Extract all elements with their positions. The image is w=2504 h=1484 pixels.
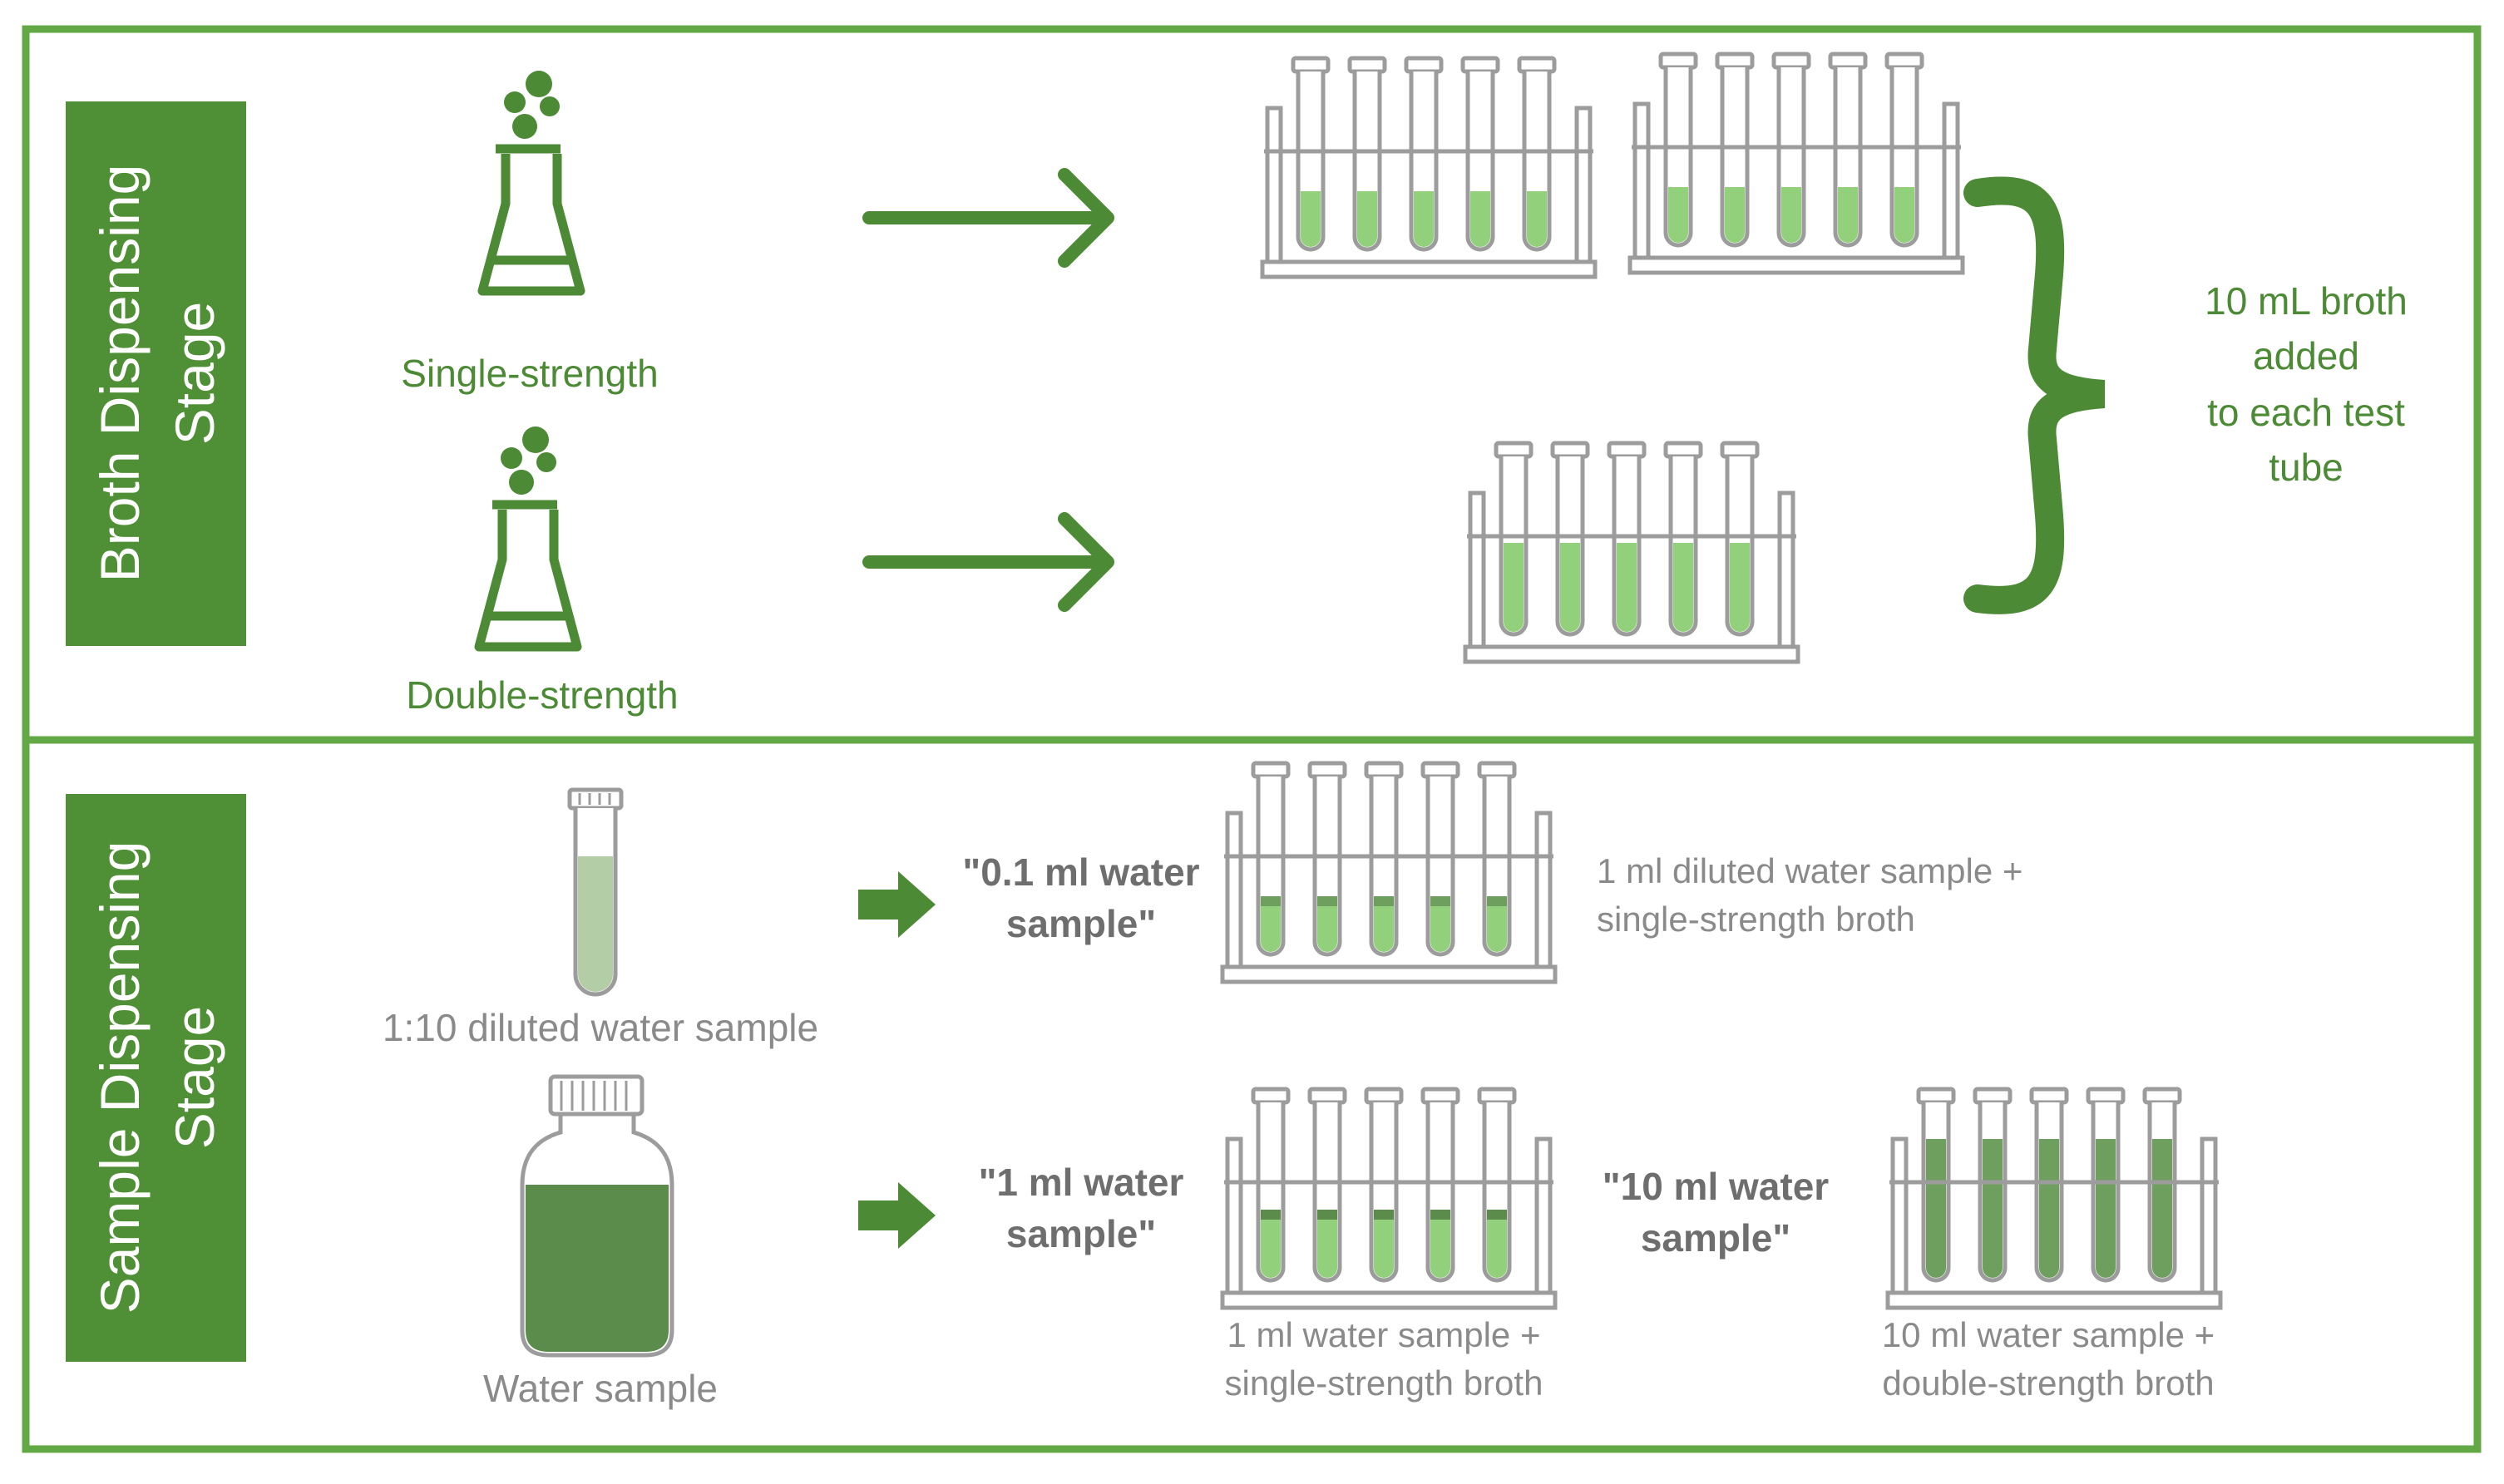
broth-stage-banner: Broth Dispensing Stage [66, 101, 246, 646]
desc-1-line1: 1 ml water sample + [1227, 1315, 1541, 1354]
test-tube [1828, 52, 1868, 248]
sample-stage-title-line2: Stage [164, 1006, 225, 1149]
arrow-right-icon [858, 1182, 936, 1249]
desc-01-line1: 1 ml diluted water sample + [1597, 851, 2022, 890]
sample-stage-panel [22, 736, 2482, 1453]
test-tube-icon [567, 787, 624, 997]
tag-01-line1: "0.1 ml water [962, 850, 1199, 894]
test-tube [1364, 1087, 1404, 1283]
test-tube-rack-icon [1220, 1087, 1558, 1310]
test-tube [1973, 1087, 2013, 1283]
flask-icon [474, 426, 582, 652]
test-tube [1517, 56, 1557, 252]
test-tube [1307, 1087, 1347, 1283]
bottle-icon [520, 1074, 674, 1358]
test-tube [1771, 52, 1811, 248]
test-tube [2142, 1087, 2182, 1283]
desc-01-line2: single-strength broth [1597, 900, 1915, 939]
broth-stage-panel [22, 25, 2482, 744]
test-tube [1884, 52, 1924, 248]
tag-10-line1: "10 ml water [1603, 1165, 1829, 1208]
arrow-right-icon [858, 871, 936, 938]
test-tube [1720, 441, 1760, 637]
test-tube [1420, 761, 1460, 957]
broth-stage-title-line1: Broth Dispensing [89, 165, 151, 583]
desc-10-line2: double-strength broth [1882, 1363, 2214, 1403]
test-tube-rack-icon [1260, 56, 1598, 279]
water-sample-label: Water sample [483, 1367, 718, 1410]
flask-double-label: Double-strength [406, 673, 678, 717]
test-tube [1251, 1087, 1291, 1283]
test-tube [1715, 52, 1755, 248]
flask-icon [477, 71, 585, 296]
brace-note-line4: tube [2269, 446, 2343, 489]
brace-note-line2: added [2253, 334, 2359, 377]
test-tube [1347, 56, 1387, 252]
test-tube [2029, 1087, 2069, 1283]
test-tube-rack-icon [1220, 761, 1558, 984]
test-tube [1550, 441, 1590, 637]
arrow-right-icon [862, 168, 1114, 268]
test-tube [1307, 761, 1347, 957]
curly-brace-icon [1963, 176, 2106, 614]
test-tube [1477, 1087, 1517, 1283]
test-tube [1658, 52, 1698, 248]
test-tube [2086, 1087, 2126, 1283]
test-tube [1291, 56, 1331, 252]
test-tube [1420, 1087, 1460, 1283]
test-tube [1460, 56, 1500, 252]
tag-01-line2: sample" [1006, 902, 1156, 945]
test-tube [1404, 56, 1444, 252]
test-tube [1607, 441, 1647, 637]
sample-stage-title-line1: Sample Dispensing [89, 841, 151, 1314]
broth-stage-title-line2: Stage [164, 302, 225, 445]
test-tube [1916, 1087, 1956, 1283]
test-tube [1663, 441, 1703, 637]
test-tube-rack-icon [1463, 441, 1800, 664]
test-tube [1364, 761, 1404, 957]
brace-note-line3: to each test [2207, 391, 2405, 434]
test-tube [1477, 761, 1517, 957]
tag-1-line2: sample" [1006, 1212, 1156, 1255]
brace-note-line1: 10 mL broth [2205, 279, 2408, 323]
test-tube [1251, 761, 1291, 957]
desc-1-line2: single-strength broth [1225, 1363, 1543, 1403]
test-tube-rack-icon [1627, 52, 1965, 275]
tag-1-line1: "1 ml water [979, 1161, 1184, 1204]
test-tube [1494, 441, 1534, 637]
sample-stage-banner: Sample Dispensing Stage [66, 794, 246, 1362]
brace-note: 10 mL broth added to each test tube [2205, 279, 2408, 489]
test-tube-rack-icon [1885, 1087, 2223, 1310]
desc-10-line1: 10 ml water sample + [1882, 1315, 2215, 1354]
arrow-right-icon [862, 512, 1114, 612]
tag-10-line2: sample" [1641, 1216, 1790, 1260]
flask-single-label: Single-strength [401, 352, 658, 395]
diluted-sample-label: 1:10 diluted water sample [383, 1006, 818, 1049]
